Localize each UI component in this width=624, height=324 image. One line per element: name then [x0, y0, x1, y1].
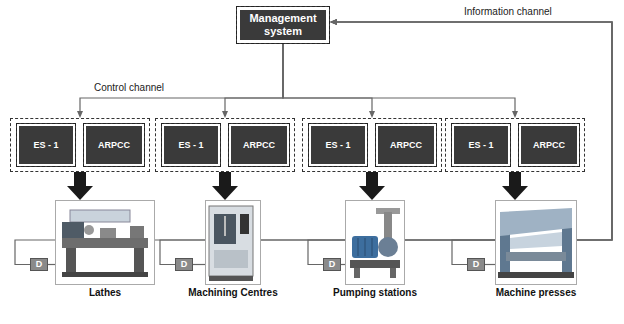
machine-unit: Machining Centres: [205, 200, 261, 285]
node-label: ES - 1: [178, 140, 203, 150]
motor-fin: [365, 238, 366, 256]
lathe-guard: [70, 210, 130, 222]
lathe-bed: [62, 238, 148, 248]
channel-connector: [283, 44, 372, 111]
channel-connector: [15, 22, 612, 265]
control-module: ES - 1: [451, 123, 511, 167]
sensor-box: D: [175, 258, 193, 271]
picture-ground: [55, 200, 155, 285]
node-label: Lathes: [89, 287, 121, 298]
lathe-illustration: [55, 200, 155, 285]
sensor-box: D: [30, 258, 48, 271]
channel-connector: [225, 44, 283, 111]
channel-label: Control channel: [92, 82, 166, 93]
node-label: Machine presses: [496, 287, 577, 298]
pump-foot: [390, 268, 396, 278]
press-ram: [510, 232, 562, 249]
node-label: ARPCC: [98, 140, 130, 150]
centre-door: [214, 250, 248, 268]
centre-panel: [240, 214, 249, 234]
station-group: ES - 1 ARPCC: [10, 118, 150, 172]
press-base: [498, 272, 574, 278]
centre-enclosure: [209, 206, 253, 276]
machine-unit: Pumping stations: [345, 200, 405, 285]
machining-centre-illustration: [205, 200, 261, 285]
node-label: ARPCC: [243, 140, 275, 150]
control-module: ES - 1: [308, 123, 368, 167]
lathe-pan: [62, 272, 148, 277]
pump-pipe: [384, 212, 392, 238]
channel-connector: [80, 44, 283, 111]
node-label: D: [181, 259, 188, 270]
lathe-tailstock: [130, 226, 144, 238]
press-beam: [500, 208, 572, 236]
command-arrow: [219, 172, 231, 186]
channel-label: Information channel: [462, 6, 554, 17]
lathe-headstock: [62, 222, 84, 238]
picture-ground: [495, 200, 577, 285]
picture-ground: [205, 200, 261, 285]
command-arrow: [74, 172, 86, 186]
node-label: ARPCC: [533, 140, 565, 150]
press-illustration: [495, 200, 577, 285]
pump-illustration: [345, 200, 405, 285]
channel-connector: [160, 22, 612, 265]
control-module: ARPCC: [375, 123, 437, 167]
node-label: ES - 1: [325, 140, 350, 150]
motor-fin: [372, 238, 373, 256]
management-box: Management system: [236, 6, 330, 44]
sensor-box: D: [467, 258, 485, 271]
pump-motor: [352, 236, 378, 258]
channel-connector: [193, 264, 205, 265]
pump-base: [350, 260, 400, 268]
pump-foot: [354, 268, 360, 278]
centre-window: [214, 214, 236, 244]
node-label: ES - 1: [33, 140, 58, 150]
node-label: Machining Centres: [188, 287, 277, 298]
node-label: ES - 1: [468, 140, 493, 150]
lathe-leg: [134, 248, 144, 274]
centre-spindle: [224, 216, 226, 236]
command-arrow: [509, 172, 521, 186]
motor-fin: [358, 238, 359, 256]
picture-ground: [345, 200, 405, 285]
pump-body: [378, 237, 398, 257]
command-arrow: [366, 172, 378, 186]
machine-unit: Lathes: [55, 200, 155, 285]
control-module: ARPCC: [83, 123, 145, 167]
channel-connector: [48, 264, 55, 265]
control-module: ARPCC: [518, 123, 580, 167]
control-module: ES - 1: [16, 123, 76, 167]
station-group: ES - 1 ARPCC: [302, 118, 442, 172]
control-module: ES - 1: [161, 123, 221, 167]
station-group: ES - 1 ARPCC: [445, 118, 585, 172]
lathe-carriage: [100, 228, 116, 238]
station-group: ES - 1 ARPCC: [155, 118, 295, 172]
channel-connector: [485, 264, 495, 265]
node-label: Pumping stations: [333, 287, 417, 298]
node-label: D: [36, 259, 43, 270]
control-module: ARPCC: [228, 123, 290, 167]
lathe-leg: [66, 248, 76, 274]
press-bed: [506, 252, 566, 261]
node-label: D: [329, 259, 336, 270]
centre-base: [209, 276, 253, 281]
channel-connector: [283, 44, 515, 111]
machine-unit: Machine presses: [495, 200, 577, 285]
node-label: ARPCC: [390, 140, 422, 150]
sensor-box: D: [323, 258, 341, 271]
node-label: Management system: [243, 12, 323, 38]
lathe-chuck: [84, 225, 94, 235]
node-label: D: [473, 259, 480, 270]
